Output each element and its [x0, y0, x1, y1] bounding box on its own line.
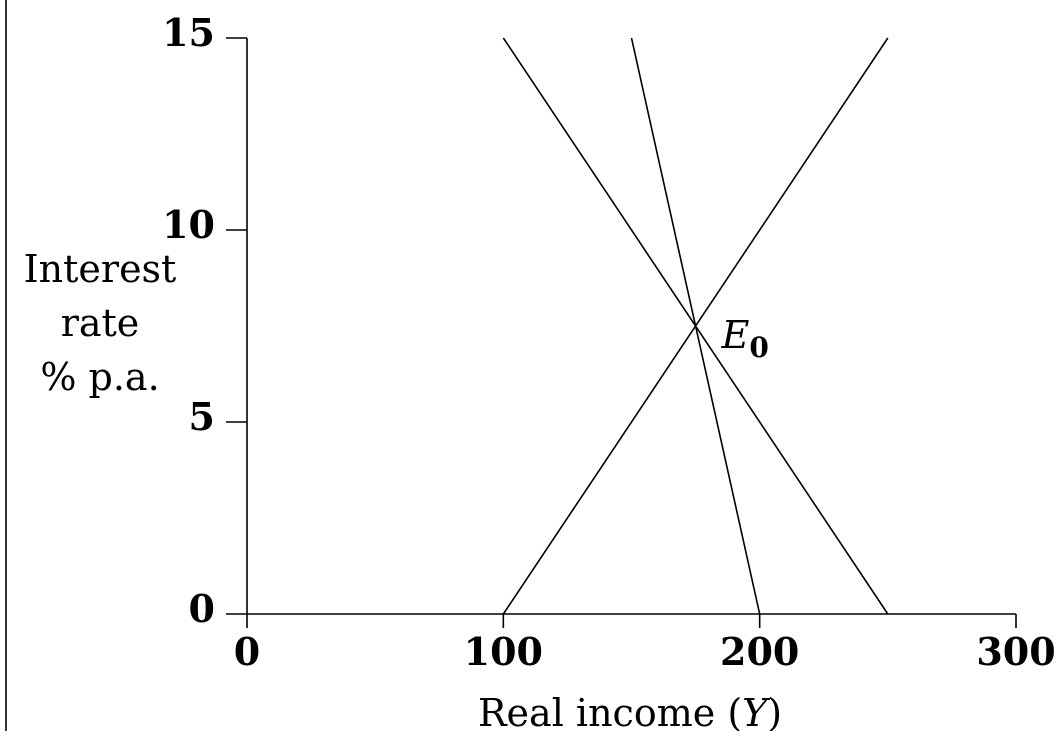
x-axis-label-var: Y — [742, 691, 771, 731]
y-axis-label-line: Interest — [24, 247, 177, 291]
y-tick-label: 5 — [189, 394, 215, 439]
x-tick-label: 200 — [720, 629, 799, 674]
x-axis-label-suffix: ) — [767, 691, 782, 731]
x-axis-label-prefix: Real income ( — [478, 691, 742, 731]
series-group — [502, 37, 889, 615]
y-tick-label: 10 — [162, 202, 215, 247]
equilibrium-label-main: E — [721, 313, 750, 357]
annotations: E0 — [721, 313, 769, 364]
y-axis-label-line: % p.a. — [40, 355, 159, 399]
equilibrium-label-subscript: 0 — [749, 331, 768, 364]
x-tick-label: 100 — [464, 629, 543, 674]
x-tick-label: 0 — [234, 629, 260, 674]
y-axis-label-line: rate — [61, 301, 140, 345]
x-axis-label: Real income (Y) — [478, 691, 782, 731]
y-tick-label: 0 — [189, 586, 215, 631]
x-tick-label: 300 — [976, 629, 1055, 674]
y-tick-label: 15 — [162, 10, 215, 55]
y-axis-label: Interest rate % p.a. — [24, 247, 177, 399]
series-line-3 — [502, 37, 889, 615]
axes — [246, 38, 1016, 615]
equilibrium-label: E0 — [721, 313, 769, 364]
ticks: 0 100 200 300 0 5 10 15 — [162, 10, 1056, 674]
